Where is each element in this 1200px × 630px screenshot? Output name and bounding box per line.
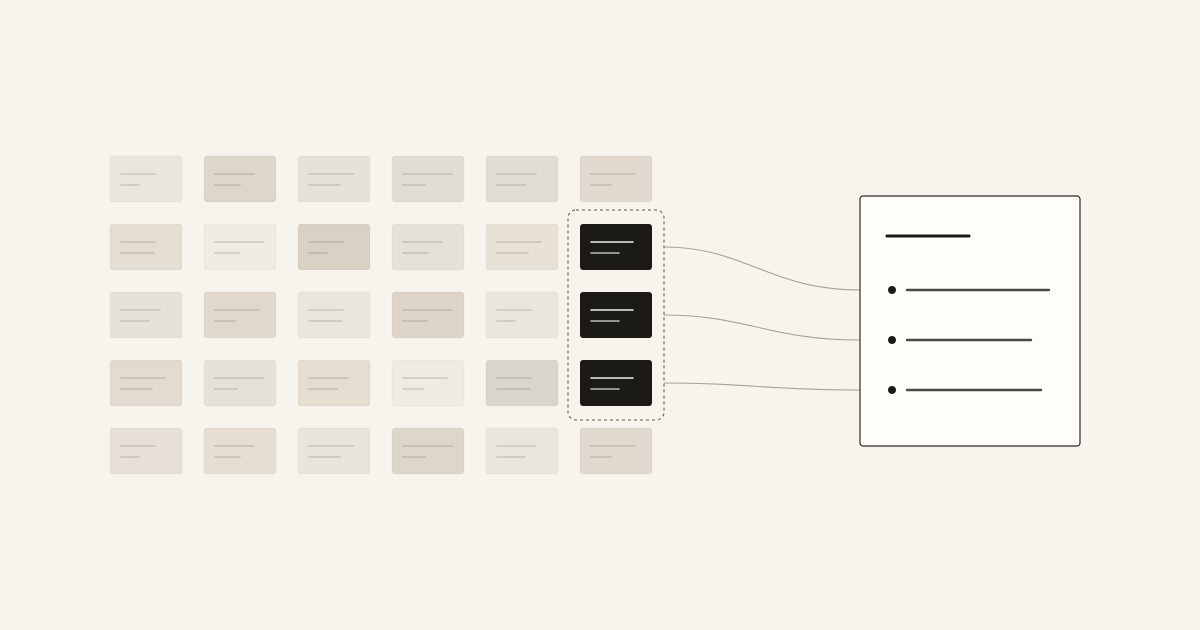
card-body <box>110 156 182 202</box>
card <box>298 292 370 338</box>
bullet-icon <box>888 386 896 394</box>
card <box>392 428 464 474</box>
card-body <box>204 156 276 202</box>
panel-list-item <box>888 336 1033 344</box>
card <box>204 224 276 270</box>
card-body <box>580 156 652 202</box>
card <box>110 156 182 202</box>
card <box>298 428 370 474</box>
card <box>298 156 370 202</box>
card <box>486 156 558 202</box>
selection-group <box>567 209 665 421</box>
card <box>392 360 464 406</box>
card-body <box>580 292 652 338</box>
highlighted-card <box>580 224 652 270</box>
card-grid <box>110 156 652 474</box>
highlighted-card <box>580 292 652 338</box>
card-body <box>486 360 558 406</box>
card <box>204 292 276 338</box>
card-body <box>110 292 182 338</box>
card <box>110 292 182 338</box>
card-body <box>298 224 370 270</box>
card-body <box>486 156 558 202</box>
summary-panel <box>859 195 1081 447</box>
card-body <box>110 224 182 270</box>
card <box>204 156 276 202</box>
card-body <box>392 292 464 338</box>
card <box>298 224 370 270</box>
card-body <box>204 292 276 338</box>
panel-frame <box>859 195 1081 447</box>
bullet-icon <box>888 336 896 344</box>
bullet-icon <box>888 286 896 294</box>
card <box>298 360 370 406</box>
card-body <box>392 156 464 202</box>
card <box>392 292 464 338</box>
card-body <box>110 428 182 474</box>
card <box>204 428 276 474</box>
card-body <box>580 428 652 474</box>
card-body <box>204 428 276 474</box>
card-body <box>486 292 558 338</box>
card <box>110 224 182 270</box>
card-body <box>204 224 276 270</box>
card <box>204 360 276 406</box>
highlighted-card <box>580 360 652 406</box>
card-body <box>486 224 558 270</box>
selection-outline <box>567 209 665 421</box>
connectors <box>663 246 861 391</box>
card-body <box>204 360 276 406</box>
card-body <box>392 224 464 270</box>
card <box>580 156 652 202</box>
card-body <box>298 428 370 474</box>
card <box>486 360 558 406</box>
card-body <box>298 156 370 202</box>
panel-list-item <box>888 286 1051 294</box>
card <box>486 292 558 338</box>
connector-line <box>663 382 861 391</box>
card-body <box>392 428 464 474</box>
card-body <box>110 360 182 406</box>
card <box>486 224 558 270</box>
card-body <box>580 224 652 270</box>
card-body <box>486 428 558 474</box>
card <box>110 428 182 474</box>
card <box>110 360 182 406</box>
panel-list-item <box>888 386 1043 394</box>
card <box>392 156 464 202</box>
card <box>486 428 558 474</box>
connector-line <box>663 314 861 341</box>
card-body <box>392 360 464 406</box>
card <box>392 224 464 270</box>
card <box>580 428 652 474</box>
card-body <box>298 360 370 406</box>
card-body <box>298 292 370 338</box>
card-body <box>580 360 652 406</box>
connector-line <box>663 246 861 291</box>
